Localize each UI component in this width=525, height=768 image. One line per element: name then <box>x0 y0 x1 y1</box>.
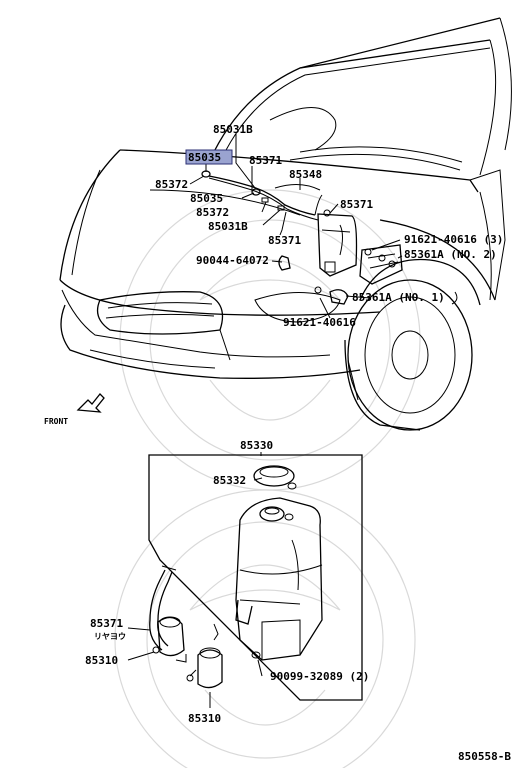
callout-90099-32089-2[interactable]: 90099-32089 (2) <box>270 670 369 683</box>
callout-85031B-b[interactable]: 85031B <box>208 220 248 233</box>
callout-85371-japanese: リヤヨウ <box>94 632 126 641</box>
callout-85371-mid[interactable]: 85371 <box>268 234 301 247</box>
callout-85371-top[interactable]: 85371 <box>249 154 282 167</box>
callout-85372-b[interactable]: 85372 <box>196 206 229 219</box>
callout-91621-40616[interactable]: 91621-40616 <box>283 316 356 329</box>
washer-pump-85310-a <box>152 616 187 663</box>
callout-85332[interactable]: 85332 <box>213 474 246 487</box>
leader-lines-upper <box>189 134 458 319</box>
front-label: FRONT <box>44 417 68 426</box>
callout-91621-40616-3[interactable]: 91621-40616 (3) <box>404 233 503 246</box>
reservoir-cap-85332 <box>253 465 297 490</box>
callout-85031B-top[interactable]: 85031B <box>213 123 253 136</box>
washer-pump-85310-b <box>186 623 223 708</box>
watermark-emblem <box>114 189 421 768</box>
callout-90044-64072[interactable]: 90044-64072 <box>196 254 269 267</box>
callout-85330[interactable]: 85330 <box>240 439 273 452</box>
callout-85361A-no2[interactable]: 85361A (NO. 2) <box>404 248 497 261</box>
callout-85371-right[interactable]: 85371 <box>340 198 373 211</box>
callout-85371-low[interactable]: 85371 <box>90 617 123 630</box>
callout-85035-b[interactable]: 85035 <box>190 192 223 205</box>
diagram-id: 850558-B <box>458 750 511 763</box>
car-body-illustration <box>59 17 512 431</box>
front-direction-arrow <box>76 393 105 413</box>
washer-hose-routing <box>201 170 323 221</box>
washer-hose-85371 <box>149 565 177 651</box>
callout-85372-a[interactable]: 85372 <box>155 178 188 191</box>
callout-85348[interactable]: 85348 <box>289 168 322 181</box>
callout-85310-b[interactable]: 85310 <box>188 712 221 725</box>
exploded-detail-frame <box>148 452 363 701</box>
reservoir-upper <box>278 209 403 305</box>
callout-85310-a[interactable]: 85310 <box>85 654 118 667</box>
callout-85035-highlighted[interactable]: 85035 <box>188 151 221 164</box>
highlight-box-85035 <box>185 149 233 165</box>
callout-85361A-no1[interactable]: 85361A (NO. 1) <box>352 291 445 304</box>
leader-lines-lower <box>127 477 263 677</box>
washer-reservoir-85330 <box>235 497 323 661</box>
